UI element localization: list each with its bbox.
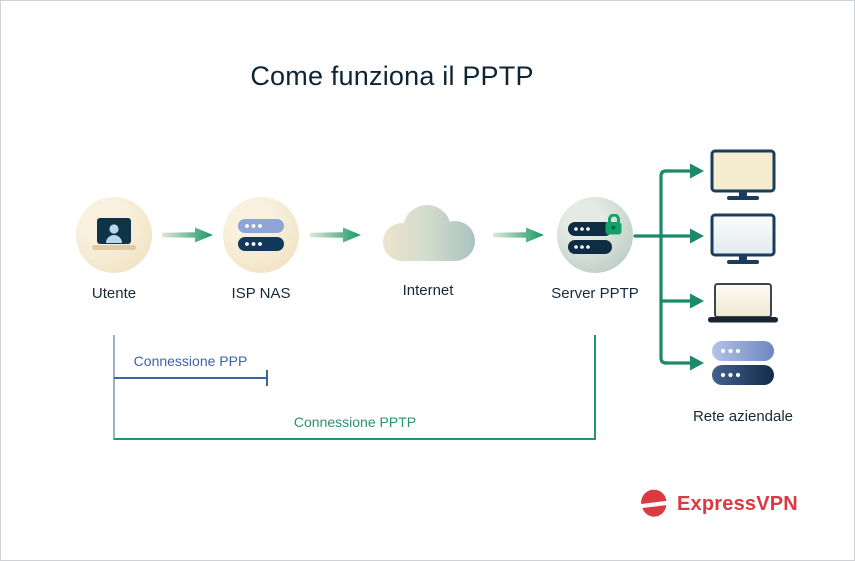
cloud-icon [383, 205, 475, 261]
expressvpn-wordmark: ExpressVPN [677, 492, 798, 515]
server-stack-icon [712, 341, 774, 385]
pptp-bracket-line [114, 438, 596, 440]
laptop-user-icon [92, 218, 136, 250]
expressvpn-logo: ExpressVPN [639, 489, 798, 519]
internet-label: Internet [402, 282, 454, 299]
network-branch-connector [633, 163, 704, 371]
utente-node [76, 197, 152, 273]
page-title: Come funziona il PPTP [250, 61, 534, 91]
server-stack-icon [238, 219, 284, 251]
server-pptp-node [557, 197, 633, 273]
server-lock-icon [568, 214, 622, 254]
utente-label: Utente [91, 285, 137, 302]
isp-nas-node [223, 197, 299, 273]
expressvpn-logomark-icon [641, 489, 667, 517]
desktop-monitor-icon [710, 149, 776, 200]
server-pptp-label: Server PPTP [551, 285, 639, 302]
laptop-icon [708, 283, 778, 323]
isp-nas-label: ISP NAS [231, 285, 291, 302]
flow-arrow-icon [310, 227, 361, 243]
pptp-bracket-right-tick [594, 335, 596, 440]
desktop-monitor-icon [710, 213, 776, 264]
corporate-network-label: Rete aziendale [692, 408, 794, 425]
flow-arrow-icon [162, 227, 213, 243]
bracket-left-tick [113, 335, 115, 440]
flow-arrow-icon [493, 227, 544, 243]
ppp-connection-label: Connessione PPP [133, 353, 248, 369]
ppp-bracket-right-tick [266, 370, 268, 386]
branch-arrowhead-icon [690, 163, 704, 371]
ppp-bracket-line [114, 377, 267, 379]
pptp-connection-label: Connessione PPTP [293, 414, 417, 430]
